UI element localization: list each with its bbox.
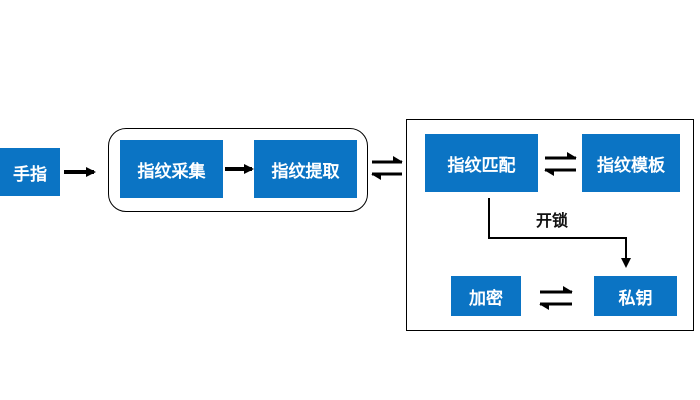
arrow-encrypt-key-exchange xyxy=(539,286,573,310)
arrow-group-exchange xyxy=(371,156,403,180)
node-fingerprint-capture: 指纹采集 xyxy=(120,140,223,198)
processing-group xyxy=(406,119,694,331)
arrow-match-template-exchange xyxy=(544,152,577,176)
arrow-match-to-private-key xyxy=(488,198,631,268)
node-finger: 手指 xyxy=(0,148,60,196)
node-private-key: 私钥 xyxy=(594,276,677,316)
acquisition-group xyxy=(108,128,368,212)
node-fingerprint-extract: 指纹提取 xyxy=(254,140,357,198)
edge-label-unlock: 开锁 xyxy=(536,211,569,230)
node-fingerprint-match: 指纹匹配 xyxy=(425,134,538,192)
node-fingerprint-template: 指纹模板 xyxy=(582,134,680,192)
node-encrypt: 加密 xyxy=(451,276,521,316)
